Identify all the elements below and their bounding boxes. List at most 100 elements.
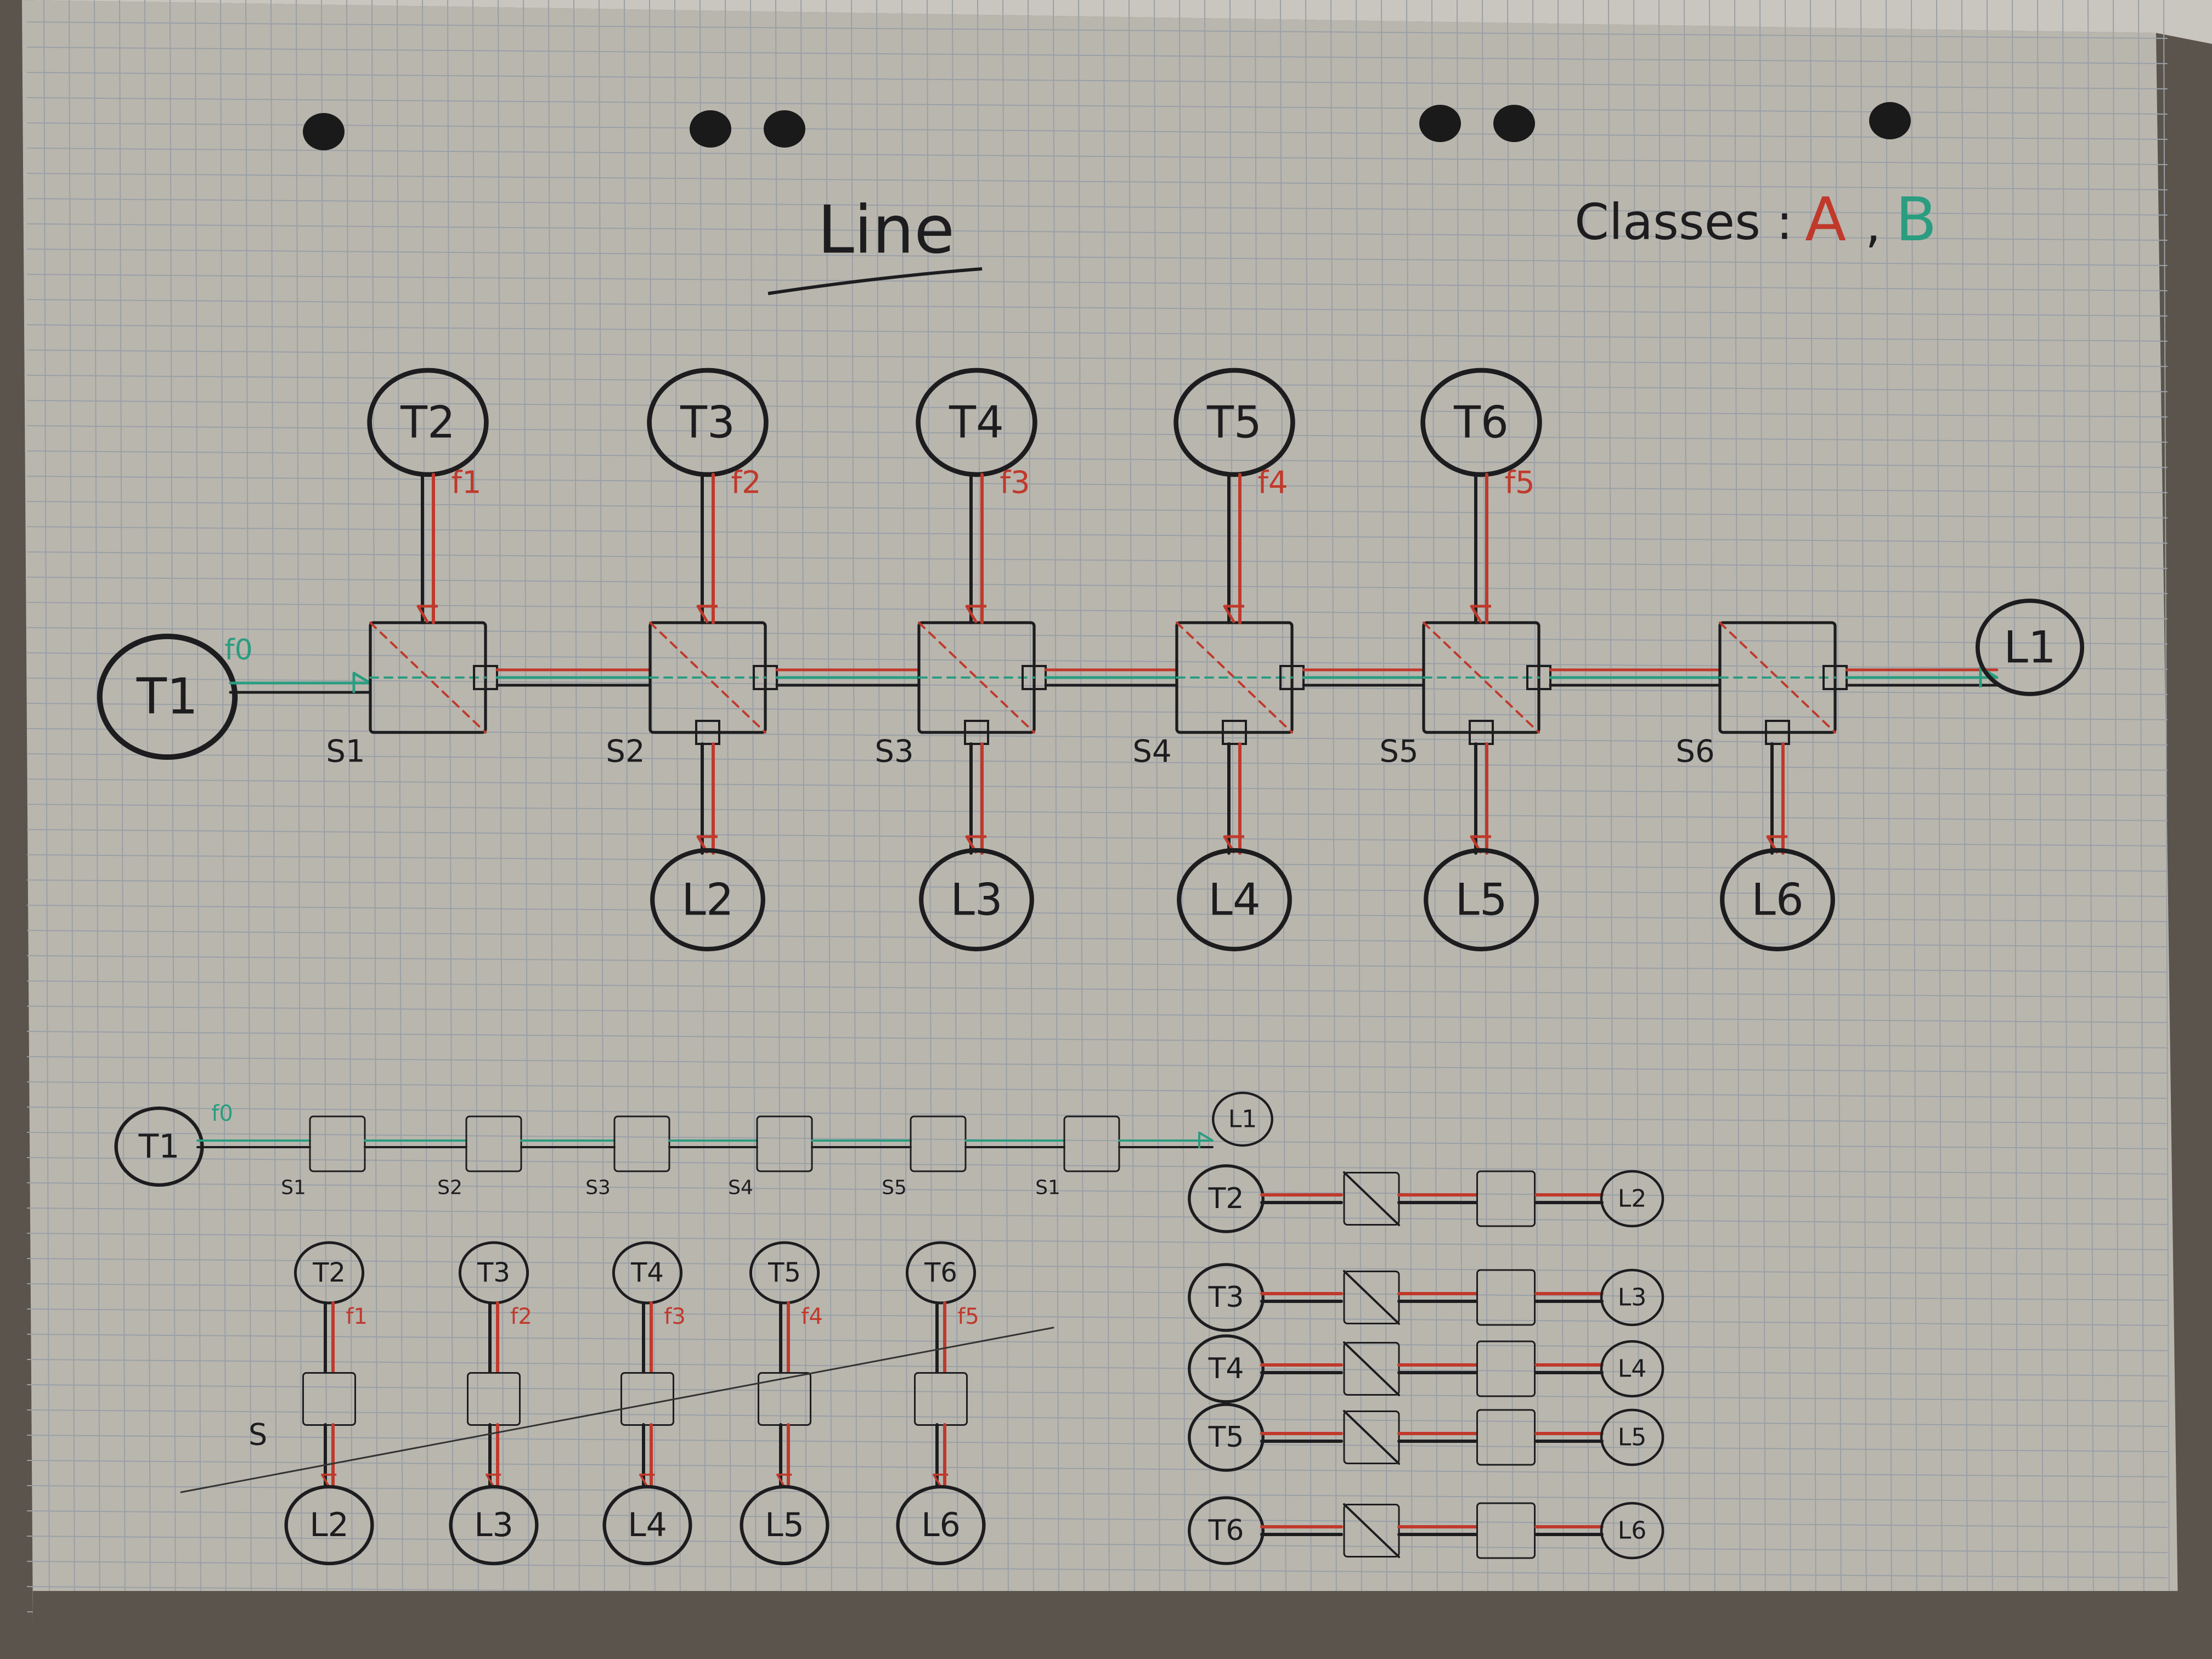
station-down-port — [695, 720, 720, 745]
grid-vertical — [2113, 0, 2119, 1619]
node-outlet-circle — [1720, 848, 1835, 952]
grid-horizontal — [27, 1157, 2168, 1175]
row-box-slash — [1343, 1171, 1400, 1226]
branch-source-circle — [294, 1241, 365, 1305]
grid-vertical — [1229, 0, 1236, 1619]
class-a-label: A — [1805, 184, 1846, 255]
row-sink-label: L2 — [1618, 1185, 1647, 1213]
node-feeder-circle — [1420, 368, 1542, 477]
grid-vertical — [1457, 0, 1463, 1619]
desk-bottom — [33, 1591, 2212, 1659]
grid-vertical — [851, 0, 857, 1619]
branch-flow-label: f2 — [510, 1304, 532, 1329]
row-source-circle — [1188, 1403, 1265, 1472]
grid-vertical — [1128, 0, 1135, 1619]
node-feeder-label: T4 — [949, 397, 1004, 448]
grid-vertical — [94, 0, 100, 1619]
feeder-flow-label: f3 — [1000, 465, 1030, 501]
feeder-flow-label: f2 — [731, 465, 761, 501]
branch-box — [467, 1372, 521, 1426]
branch-source-label: T6 — [924, 1257, 957, 1288]
grid-vertical — [1103, 0, 1110, 1619]
row-source-label: T6 — [1208, 1514, 1244, 1547]
chain-station: S1 — [196, 1115, 366, 1199]
grid-vertical — [1987, 0, 1993, 1619]
node-feeder-circle — [1173, 368, 1295, 477]
node-source-label: T1 — [136, 668, 198, 726]
branch-sink-label: L5 — [765, 1506, 804, 1544]
grid-vertical — [220, 0, 227, 1619]
node-outlet-label: L5 — [1455, 874, 1507, 926]
node-outlet-label: L6 — [1751, 874, 1803, 926]
chain-sink-label: L1 — [1228, 1105, 1257, 1133]
grid-horizontal — [27, 1081, 2168, 1099]
grid-horizontal — [27, 148, 2168, 165]
branch-arrow — [932, 1474, 949, 1487]
row-source-label: T5 — [1208, 1421, 1244, 1454]
station-label: S3 — [874, 734, 913, 770]
classes-legend: Classes :A,B — [1575, 184, 1937, 255]
grid-vertical — [397, 0, 403, 1619]
grid-vertical — [1179, 0, 1186, 1619]
grid-vertical — [1785, 0, 1791, 1619]
grid-vertical — [901, 0, 908, 1619]
station-label: S4 — [1132, 734, 1171, 770]
grid-vertical — [927, 0, 933, 1619]
grid-vertical — [144, 0, 151, 1619]
branch-arrow — [485, 1474, 501, 1487]
grid-horizontal — [27, 1233, 2168, 1250]
grid-horizontal — [27, 1308, 2168, 1326]
grid-vertical — [548, 0, 555, 1619]
grid-horizontal — [27, 1561, 2168, 1578]
grid-horizontal — [27, 72, 2168, 89]
classes-label: Classes : — [1575, 194, 1793, 251]
grid-horizontal — [27, 1510, 2168, 1528]
station-down-port — [1469, 720, 1494, 745]
chain-station-label: S4 — [728, 1177, 753, 1199]
node-feeder-circle — [647, 368, 769, 477]
row-box — [1476, 1340, 1536, 1397]
grid-horizontal — [27, 47, 2168, 64]
grid-vertical — [2062, 0, 2069, 1619]
punch-hole — [690, 110, 731, 148]
branch-source-circle — [458, 1241, 529, 1305]
branch-arrow — [776, 1474, 792, 1487]
source-arrow — [352, 672, 371, 693]
grid-vertical — [1734, 0, 1741, 1619]
row-box-slash — [1343, 1270, 1400, 1325]
grid-horizontal — [27, 551, 2168, 569]
outlet-arrow — [1223, 835, 1244, 854]
grid-vertical — [422, 0, 428, 1619]
grid-vertical — [1507, 0, 1514, 1619]
feeder-arrow — [1470, 605, 1491, 624]
grid-vertical — [800, 0, 807, 1619]
grid-vertical — [2163, 0, 2170, 1619]
grid-horizontal — [27, 1334, 2168, 1351]
class-b-label: B — [1895, 184, 1937, 255]
grid-horizontal — [27, 476, 2168, 493]
grid-vertical — [1078, 0, 1085, 1619]
row-box — [1476, 1409, 1536, 1466]
grid-vertical — [296, 0, 302, 1619]
branch-sink-label: L3 — [474, 1506, 514, 1544]
row-sink-circle — [1600, 1268, 1664, 1327]
row-box — [1476, 1170, 1536, 1227]
grid-lines — [27, 0, 2170, 1629]
grid-vertical — [2037, 0, 2044, 1619]
grid-vertical — [1255, 0, 1261, 1619]
grid-horizontal — [27, 955, 2168, 973]
outlet-arrow — [1766, 835, 1787, 854]
outlet-arrow — [1470, 835, 1491, 854]
row-source-label: T3 — [1208, 1281, 1244, 1314]
grid-vertical — [1330, 0, 1337, 1619]
node-outlet-label: L2 — [681, 874, 733, 926]
grid-vertical — [195, 0, 201, 1619]
chain-source-flow: f0 — [211, 1101, 233, 1126]
grid-vertical — [573, 0, 580, 1619]
